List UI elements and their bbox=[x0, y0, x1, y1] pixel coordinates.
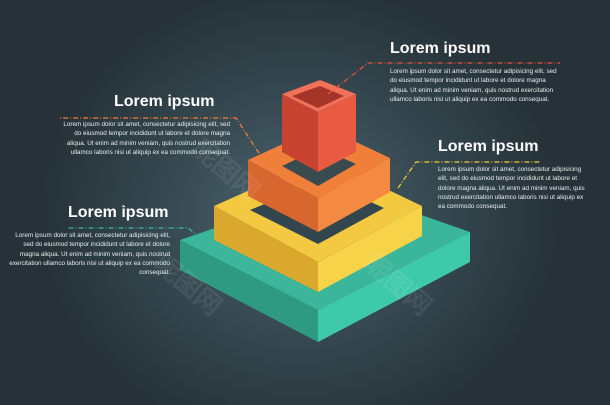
callout-title: Lorem ipsum bbox=[114, 93, 215, 110]
callout-top: Lorem ipsum Lorem ipsum dolor sit amet, … bbox=[390, 40, 560, 104]
callout-body: Lorem ipsum dolor sit amet, consectetur … bbox=[9, 232, 170, 277]
callout-third: Lorem ipsum Lorem ipsum dolor sit amet, … bbox=[438, 138, 588, 211]
leader-line-third bbox=[397, 161, 540, 189]
callout-title: Lorem ipsum bbox=[390, 40, 491, 57]
callout-base: Lorem ipsum Lorem ipsum dolor sit amet, … bbox=[8, 204, 170, 277]
pyramid-level-top bbox=[282, 80, 356, 172]
callout-body: Lorem ipsum dolor sit amet, consectetur … bbox=[438, 166, 585, 211]
leader-line-top bbox=[327, 62, 560, 95]
leader-line-second bbox=[60, 117, 271, 171]
callout-second: Lorem ipsum Lorem ipsum dolor sit amet, … bbox=[60, 93, 230, 157]
callout-body: Lorem ipsum dolor sit amet, consectetur … bbox=[390, 68, 557, 103]
callout-title: Lorem ipsum bbox=[438, 138, 539, 155]
callout-body: Lorem ipsum dolor sit amet, consectetur … bbox=[63, 121, 230, 156]
leader-line-base bbox=[68, 227, 217, 251]
callout-title: Lorem ipsum bbox=[68, 204, 169, 221]
